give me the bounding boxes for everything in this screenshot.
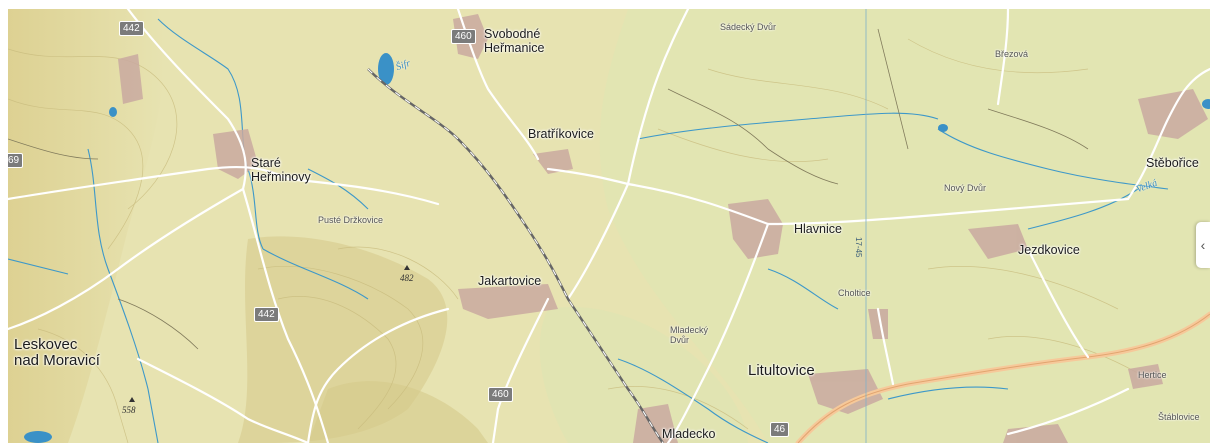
town-name: Litultovice: [748, 362, 815, 379]
town-label-hlavnice[interactable]: Hlavnice: [794, 222, 842, 236]
town-label-jezdkovice[interactable]: Jezdkovice: [1018, 243, 1080, 257]
hamlet-label[interactable]: Choltice: [838, 288, 871, 298]
road-shield: 442: [119, 21, 144, 36]
chevron-left-icon: ‹: [1200, 237, 1206, 253]
main-road-casing: [797, 313, 1210, 443]
railway: [367, 68, 664, 443]
valley-area: [539, 307, 748, 443]
town-name: Jakartovice: [478, 274, 542, 288]
peak-elevation: 558: [122, 405, 136, 415]
valley-area: [599, 9, 1210, 443]
town-label-leskovec[interactable]: Leskovec nad Moravicí: [14, 337, 100, 369]
panel-collapse-button[interactable]: ‹: [1196, 222, 1210, 268]
town-label-bratrikovice[interactable]: Bratříkovice: [528, 127, 594, 141]
town-name: Mladecko: [662, 427, 716, 441]
town-label-jakartovice[interactable]: Jakartovice: [478, 274, 541, 288]
map-canvas[interactable]: Svobodné Heřmanice Bratříkovice Staré He…: [8, 9, 1210, 443]
hamlet-label[interactable]: Štáblovice: [1158, 412, 1200, 422]
hill-area: [308, 381, 488, 443]
hamlet-label[interactable]: Mladecký Dvůr: [670, 325, 709, 345]
town-label-steborice[interactable]: Stěbořice: [1146, 156, 1199, 170]
town-label-stare-herminovy[interactable]: Staré Heřminovy: [251, 156, 311, 184]
tracks: [8, 28, 1089, 350]
peak-elevation: 482: [400, 273, 414, 283]
town-name: Stěbořice: [1146, 156, 1199, 170]
peak-markers: [129, 265, 410, 402]
town-name: Leskovec nad Moravicí: [14, 336, 100, 369]
town-name: Svobodné Heřmanice: [484, 27, 545, 55]
town-label-litultovice[interactable]: Litultovice: [748, 363, 815, 379]
map-base-layer: [8, 9, 1210, 443]
town-label-svobodne-hermanice[interactable]: Svobodné Heřmanice: [484, 27, 544, 55]
road-shield: 460: [451, 29, 476, 44]
streams: [8, 18, 1169, 443]
rail-line-number: 17-45: [854, 237, 863, 258]
hamlet-label[interactable]: Nový Dvůr: [944, 183, 987, 193]
road-shield: 442: [254, 307, 279, 322]
town-name: Staré Heřminovy: [251, 156, 311, 184]
contour-lines: [8, 38, 1149, 443]
hamlet-label[interactable]: Hertice: [1138, 370, 1167, 380]
town-name: Bratříkovice: [528, 127, 594, 141]
road-shield: 460: [488, 387, 513, 402]
ponds: [24, 53, 1210, 443]
road-shield: 46: [770, 422, 790, 437]
hill-area: [8, 9, 165, 443]
town-name: Hlavnice: [794, 222, 842, 236]
hamlet-label[interactable]: Březová: [995, 49, 1029, 59]
hamlet-label[interactable]: Pusté Držkovice: [318, 215, 384, 225]
town-label-mladecko[interactable]: Mladecko: [662, 427, 716, 441]
road-shield: 69: [8, 153, 24, 168]
hamlet-label[interactable]: Sádecký Dvůr: [720, 22, 777, 32]
town-name: Jezdkovice: [1018, 243, 1080, 257]
